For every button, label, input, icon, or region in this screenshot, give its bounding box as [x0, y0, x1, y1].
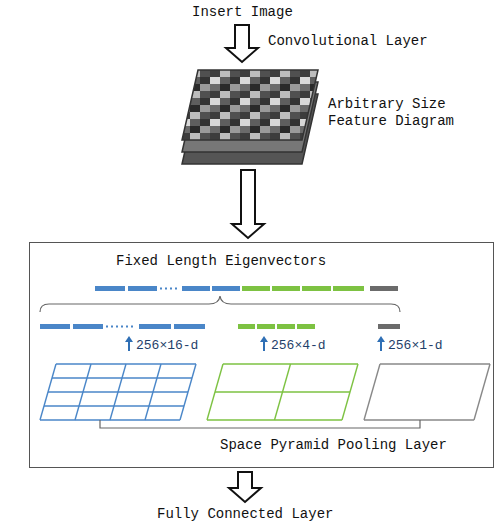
node-text: Fully Connected Layer	[157, 506, 333, 523]
node-text: Space Pyramid Pooling Layer	[220, 437, 447, 454]
bracket	[100, 420, 420, 428]
block-arrow	[232, 170, 264, 238]
dimension-label: 256×1-d	[388, 338, 443, 354]
block-arrow	[229, 472, 261, 502]
edge-label: Convolutional Layer	[266, 33, 430, 50]
input-label: Insert Image	[192, 4, 293, 21]
output-label: Fully Connected Layer	[157, 506, 334, 523]
spp-layer-box: Fixed Length EigenvectorsSpace Pyramid P…	[29, 242, 494, 468]
fixed-length-vector	[95, 286, 398, 291]
dimension-label: 256×4-d	[271, 338, 326, 354]
pooling-grids	[40, 364, 490, 420]
brace	[40, 296, 400, 312]
pooled-vectors	[40, 324, 400, 329]
block-arrow	[226, 25, 258, 62]
feature-map: Arbitrary Size Feature Diagram	[180, 66, 493, 166]
node-text: Arbitrary Size Feature Diagram	[328, 96, 491, 130]
node-text: Fixed Length Eigenvectors	[116, 253, 326, 270]
dimension-label: 256×16-d	[136, 338, 198, 354]
node-text: Insert Image	[192, 4, 293, 21]
feature-map-stack	[182, 70, 318, 164]
